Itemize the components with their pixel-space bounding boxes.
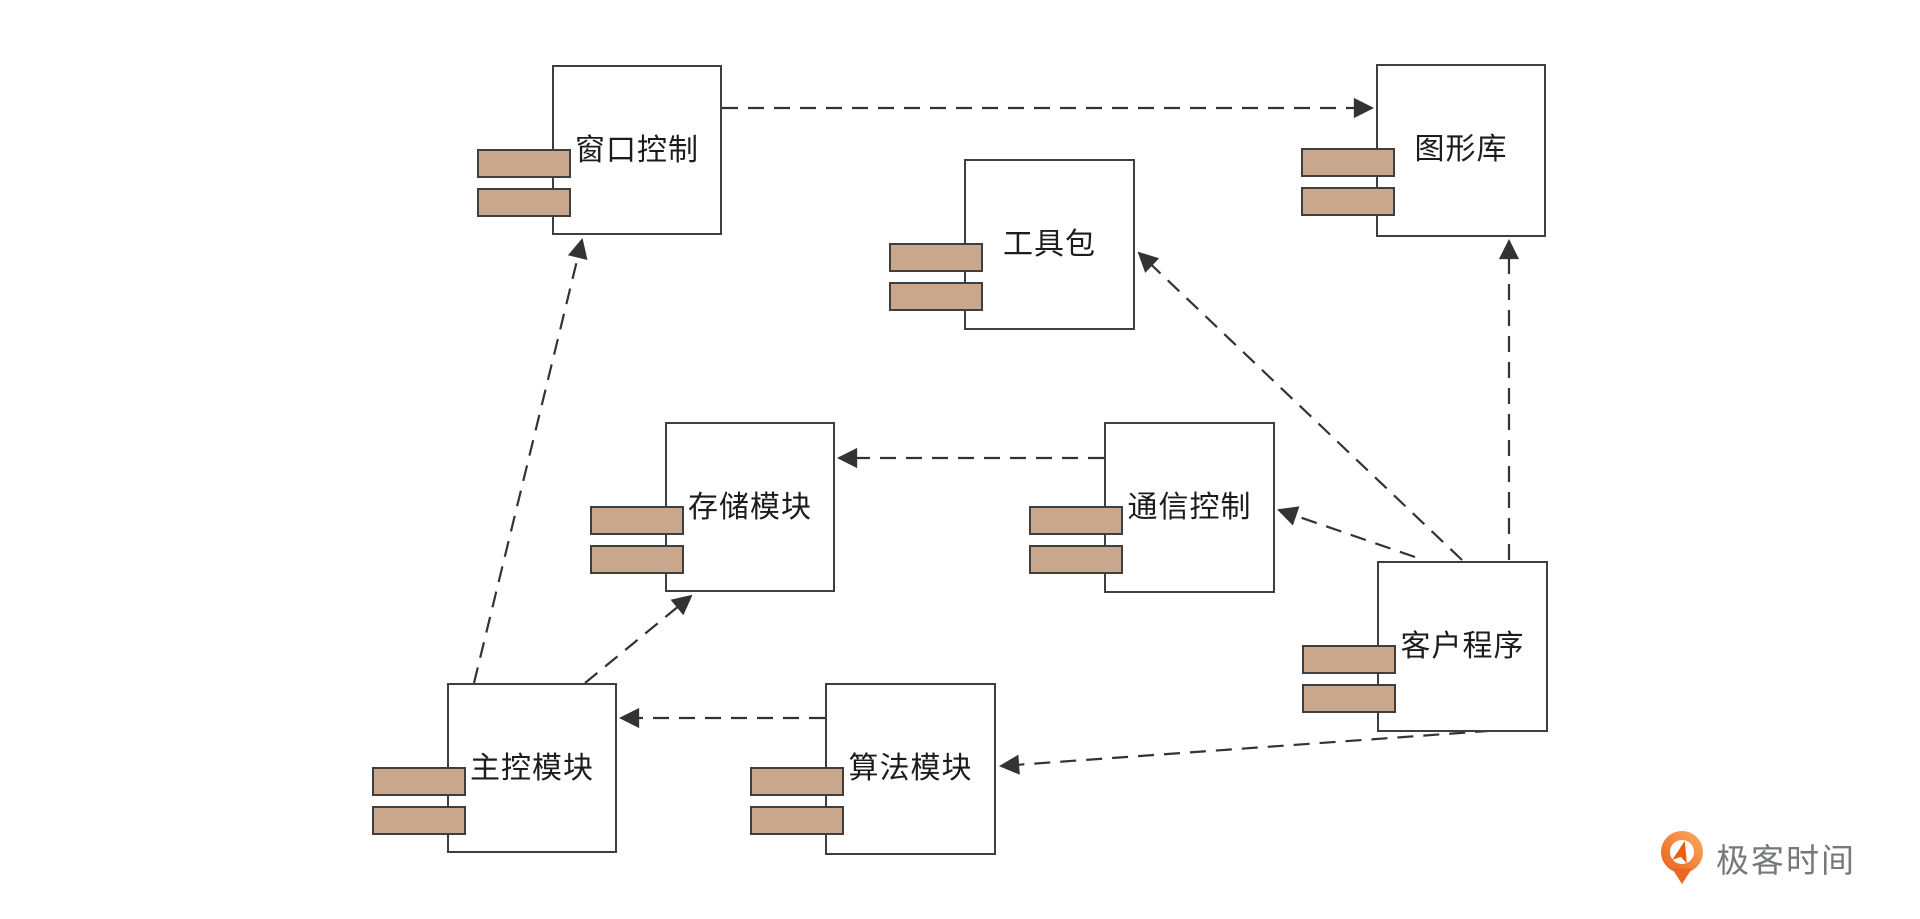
component-label: 工具包 <box>1003 228 1096 261</box>
uml-port-icon <box>750 767 844 796</box>
uml-port-icon <box>889 243 983 272</box>
edge-main-control-to-window-control <box>472 238 588 684</box>
component-client-program: 客户程序 <box>1302 561 1548 732</box>
component-label: 客户程序 <box>1400 630 1525 663</box>
component-label: 存储模块 <box>688 491 812 524</box>
uml-port-icon <box>372 806 466 835</box>
edge-client-to-algorithm <box>998 725 1544 775</box>
geektime-logo-icon <box>1661 831 1703 884</box>
edge-main-control-to-storage-module <box>584 594 693 684</box>
uml-port-icon <box>1301 148 1395 177</box>
uml-port-icon <box>750 806 844 835</box>
uml-port-icon <box>1301 187 1395 216</box>
geektime-watermark: 极客时间 <box>1660 831 1856 884</box>
component-label: 图形库 <box>1414 133 1508 166</box>
component-comm-control: 通信控制 <box>1029 422 1275 593</box>
uml-port-icon <box>889 282 983 311</box>
uml-port-icon <box>590 545 684 574</box>
component-label: 主控模块 <box>470 752 594 785</box>
component-label: 通信控制 <box>1127 491 1252 524</box>
uml-port-icon <box>372 767 466 796</box>
uml-port-icon <box>1302 645 1396 674</box>
component-main-control: 主控模块 <box>372 683 617 853</box>
uml-port-icon <box>477 188 571 217</box>
geektime-logo-text: 极客时间 <box>1716 841 1856 879</box>
component-storage-module: 存储模块 <box>590 422 835 592</box>
component-graphics-library: 图形库 <box>1301 64 1546 237</box>
uml-port-icon <box>1302 684 1396 713</box>
component-toolkit: 工具包 <box>889 159 1135 330</box>
component-label: 窗口控制 <box>575 134 699 167</box>
edge-client-to-comm-control <box>1277 506 1416 559</box>
component-window-control: 窗口控制 <box>477 65 722 235</box>
uml-port-icon <box>1029 545 1123 574</box>
component-algorithm-module: 算法模块 <box>750 683 996 855</box>
component-label: 算法模块 <box>848 752 973 785</box>
uml-port-icon <box>477 149 571 178</box>
uml-port-icon <box>590 506 684 535</box>
uml-port-icon <box>1029 506 1123 535</box>
